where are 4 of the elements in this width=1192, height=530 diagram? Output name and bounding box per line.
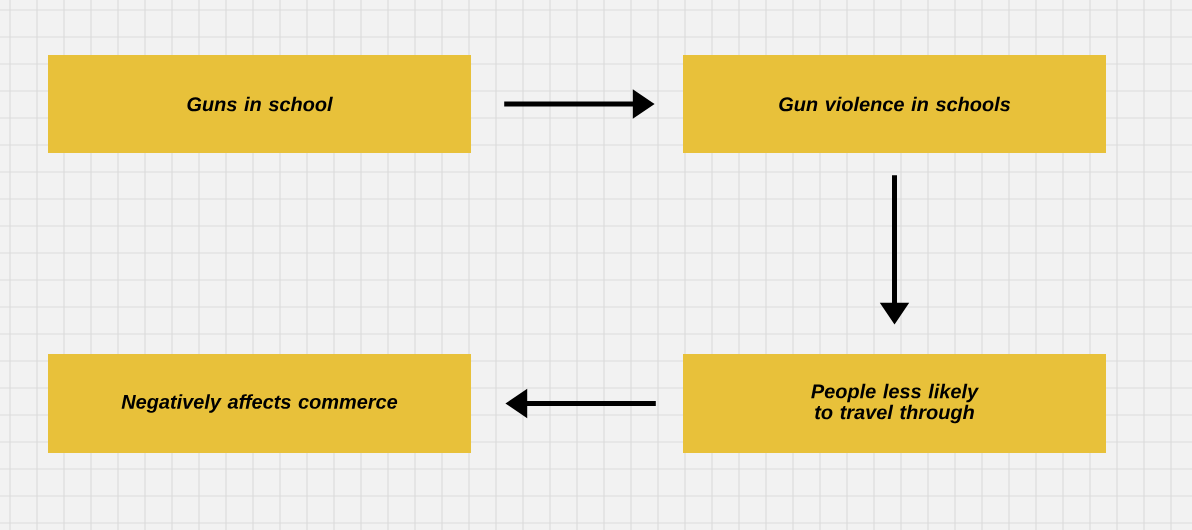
process-box: Guns in school: [48, 55, 471, 153]
process-box: Negatively affects commerce: [48, 354, 471, 453]
process-box: People less likely to travel through: [683, 354, 1106, 453]
process-box: Gun violence in schools: [683, 55, 1106, 153]
